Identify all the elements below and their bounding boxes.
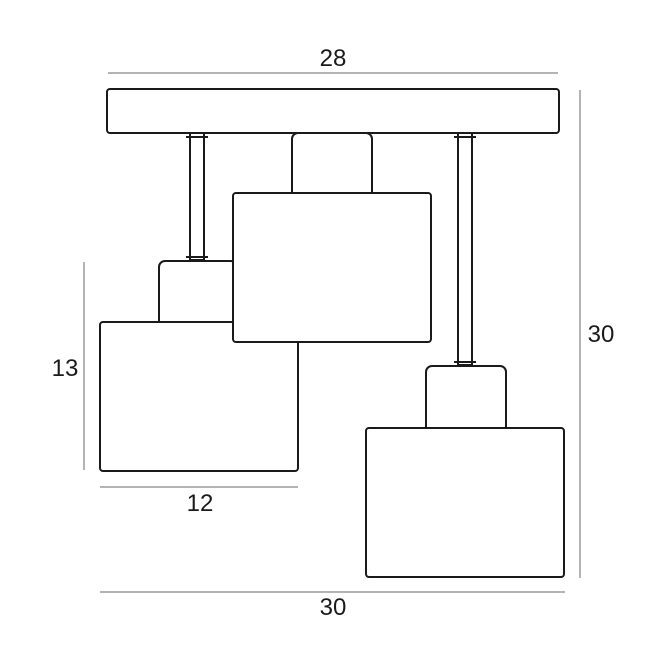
shade-height-label: 13 xyxy=(52,355,79,382)
right-lamp-neck xyxy=(425,365,507,437)
right-rod xyxy=(457,132,473,366)
middle-lamp-shade xyxy=(232,192,432,343)
bottom-width-label: 30 xyxy=(320,594,347,621)
shade-width-label: 12 xyxy=(187,490,214,517)
left-lamp-neck xyxy=(158,260,238,332)
mounting-plate xyxy=(106,88,560,134)
height-label: 30 xyxy=(588,321,615,348)
left-lamp-shade xyxy=(99,321,299,472)
right-lamp-shade xyxy=(365,427,565,578)
left-rod xyxy=(189,132,205,261)
top-width-label: 28 xyxy=(320,45,347,72)
